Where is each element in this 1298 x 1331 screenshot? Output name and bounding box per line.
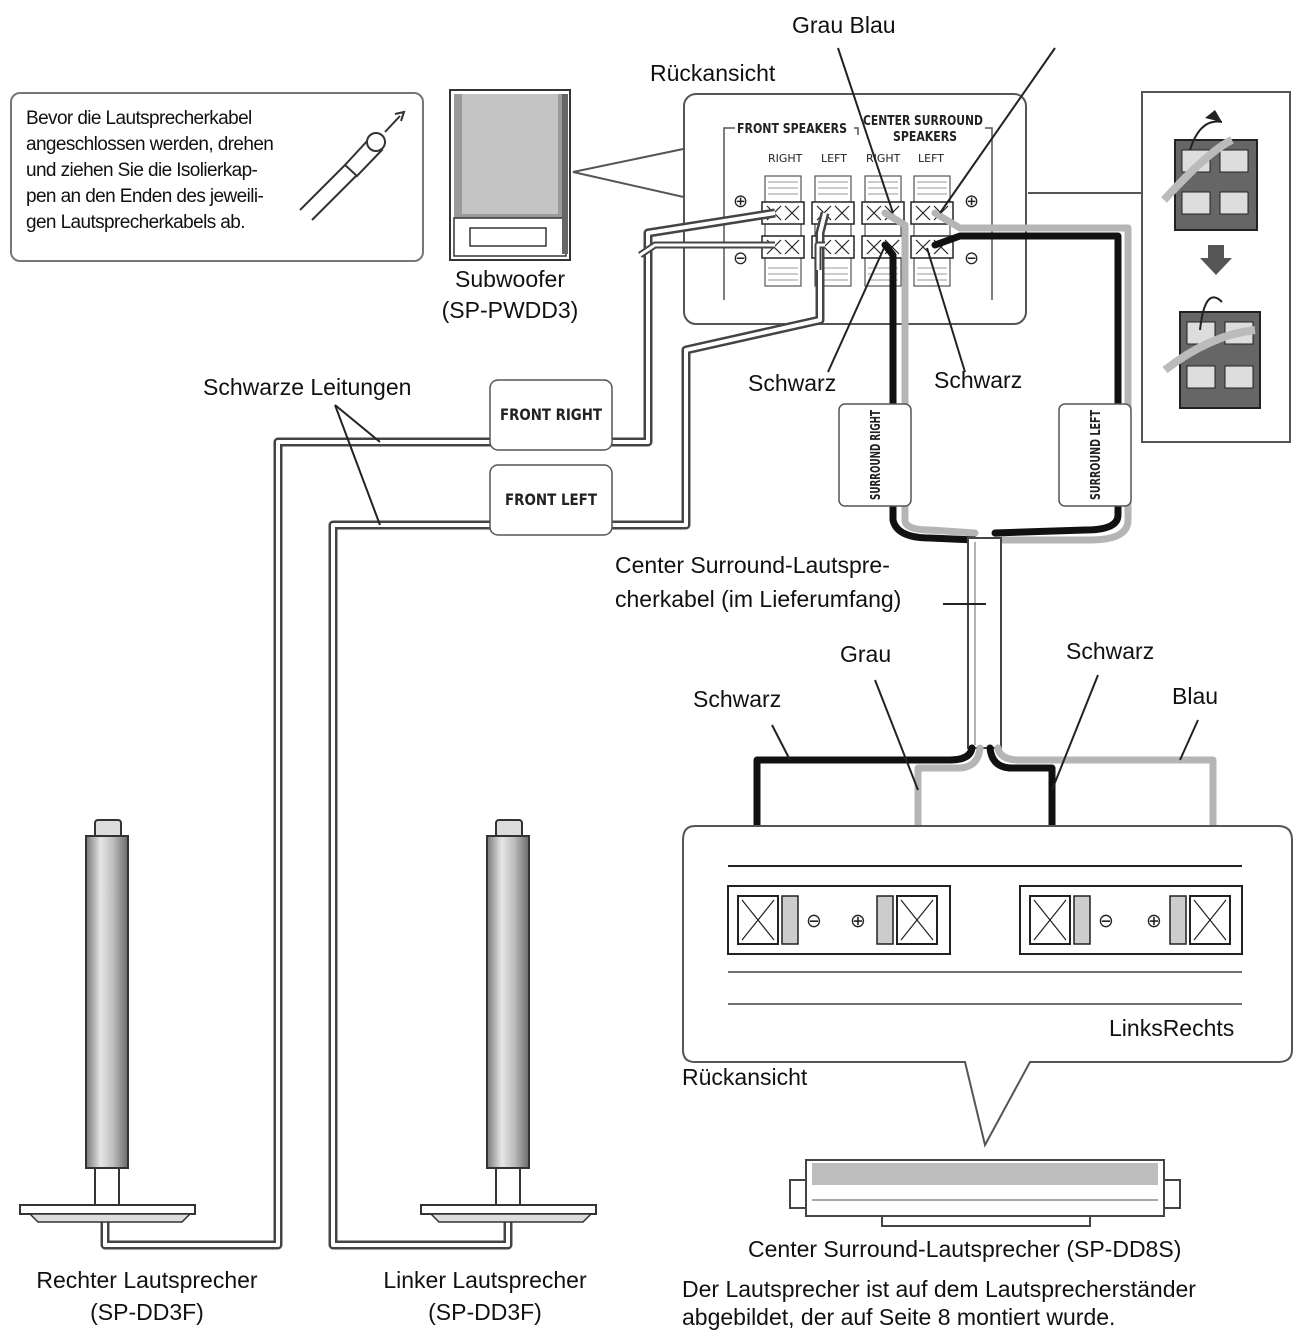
surround-left-tag-label: SURROUND LEFT: [1089, 410, 1104, 500]
center-plus-right: ⊕: [1146, 910, 1162, 932]
label-subwoofer-rear-view: Rückansicht: [650, 60, 776, 86]
label-grau: Grau: [840, 641, 892, 667]
panel-front-speakers-label: FRONT SPEAKERS: [737, 122, 847, 137]
leader-lines: [334, 47, 1199, 791]
cable-cap-icon-overlay: [299, 110, 406, 221]
front-right-tag: [489, 379, 613, 451]
front-left-tag-label: FRONT LEFT: [505, 490, 597, 509]
label-schwarz-top-1: Schwarz: [748, 370, 837, 396]
label-grau-blau: Grau Blau: [792, 12, 896, 38]
panel-left-label-1: LEFT: [821, 152, 847, 165]
panel-minus-left: ⊖: [733, 248, 748, 269]
cable-cap-note-text: Bevor die Lautsprecherkabel angeschlosse…: [26, 108, 274, 233]
label-links-rechts: LinksRechts: [1109, 1015, 1235, 1041]
label-subwoofer-model: (SP-PWDD3): [441, 297, 579, 323]
label-right-speaker-model: (SP-DD3F): [90, 1299, 204, 1325]
front-right-tag-label: FRONT RIGHT: [500, 405, 602, 424]
label-center-speaker-note-1: Der Lautsprecher ist auf dem Lautspreche…: [682, 1276, 1196, 1302]
panel-plus-right: ⊕: [964, 191, 979, 212]
label-schwarz-top-2: Schwarz: [934, 367, 1023, 393]
label-black-leads: Schwarze Leitungen: [203, 374, 412, 400]
panel-right-label-1: RIGHT: [768, 152, 803, 165]
front-right-cable: [100, 208, 776, 1250]
subwoofer-icon: [449, 89, 571, 261]
center-speaker-rear-panel: [682, 825, 1293, 1148]
terminal-clip-detail: [1141, 91, 1291, 443]
label-subwoofer: Subwoofer: [455, 266, 565, 292]
center-plus-left: ⊕: [850, 910, 866, 932]
label-left-speaker-model: (SP-DD3F): [428, 1299, 542, 1325]
surround-right-tag: [838, 403, 912, 507]
panel-plus-left: ⊕: [733, 191, 748, 212]
front-left-tag: [489, 464, 613, 536]
panel-left-label-2: LEFT: [918, 152, 944, 165]
label-center-cable-line1: Center Surround-Lautspre-: [615, 552, 890, 578]
center-speaker-cables: [753, 744, 1217, 929]
surround-left-tag: [1058, 403, 1132, 507]
surround-left-cable: [931, 209, 1132, 544]
label-right-speaker: Rechter Lautsprecher: [36, 1267, 258, 1293]
surround-right-cable: [881, 209, 979, 544]
label-left-speaker: Linker Lautsprecher: [383, 1267, 587, 1293]
panel-minus-right: ⊖: [964, 248, 979, 269]
label-center-speaker: Center Surround-Lautsprecher (SP-DD8S): [748, 1236, 1182, 1262]
left-tower-speaker-icon: [420, 819, 597, 1223]
panel-speakers-label: SPEAKERS: [893, 130, 957, 145]
label-blau: Blau: [1172, 683, 1219, 709]
center-minus-left: ⊖: [806, 910, 822, 932]
center-cable-sleeve: [967, 537, 1002, 749]
label-center-speaker-note-2: abgebildet, der auf Seite 8 montiert wur…: [682, 1304, 1116, 1330]
surround-right-tag-label: SURROUND RIGHT: [869, 410, 884, 500]
label-center-cable-line2: cherkabel (im Lieferumfang): [615, 586, 902, 612]
center-minus-right: ⊖: [1098, 910, 1114, 932]
right-tower-speaker-icon: [19, 819, 196, 1223]
front-left-cable: [328, 211, 830, 1250]
center-speaker-icon: [789, 1159, 1181, 1227]
label-schwarz-right: Schwarz: [1066, 638, 1155, 664]
label-schwarz-left: Schwarz: [693, 686, 782, 712]
panel-center-surround-label: CENTER SURROUND: [863, 114, 983, 129]
label-center-rear-view: Rückansicht: [682, 1064, 808, 1090]
